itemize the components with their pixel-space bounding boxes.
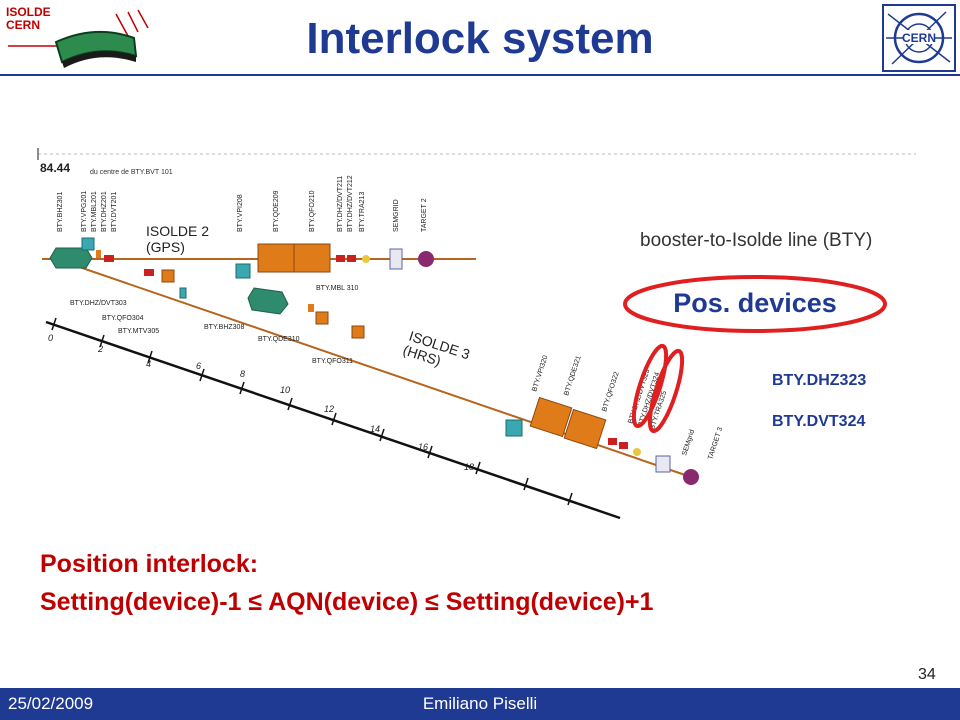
interlock-heading: Position interlock: xyxy=(40,550,259,578)
label-qfo311: BTY.QFO311 xyxy=(312,358,353,365)
tick-16: 16 xyxy=(418,442,428,452)
label-tra213: BTY.TRA213 xyxy=(359,192,366,232)
cern-logo: CERN xyxy=(882,4,956,77)
corrector-303 xyxy=(144,269,154,276)
corrector-211 xyxy=(336,255,345,262)
distance-value: 84.44 xyxy=(40,161,70,175)
isolde-magnet-icon xyxy=(8,9,149,68)
tick-6: 6 xyxy=(196,361,201,371)
transformer-tra325 xyxy=(633,448,641,456)
quad-qfo311 xyxy=(351,325,365,339)
isolde-logo-line1: ISOLDE xyxy=(6,5,51,19)
footer-author: Emiliano Piselli xyxy=(422,694,538,713)
diagram-caption: booster-to-Isolde line (BTY) xyxy=(640,230,873,251)
branch-upper-line2: (GPS) xyxy=(146,239,185,255)
label-qde321: BTY.QDE321 xyxy=(563,355,583,397)
label-semgrid: SEMGRID xyxy=(393,199,400,232)
label-vpg201: BTY.VPG201 xyxy=(81,191,88,232)
cern-logo-text: CERN xyxy=(902,31,936,45)
monitor-mbl201 xyxy=(96,250,101,258)
label-dhz201: BTY.DHZ201 xyxy=(101,191,108,232)
quad-qde321 xyxy=(529,396,573,438)
label-target3: TARGET 3 xyxy=(707,426,724,460)
dipole-bhz308 xyxy=(247,287,289,315)
page-title: Interlock system xyxy=(306,14,654,63)
label-qfo210: BTY.QFO210 xyxy=(309,190,316,232)
target-3 xyxy=(683,469,699,485)
highlight-dvt324 xyxy=(647,348,685,434)
dipole-bhz301 xyxy=(49,247,93,269)
tick-10: 10 xyxy=(280,385,290,395)
cern-icon: CERN xyxy=(882,4,956,72)
monitor-vpi320 xyxy=(505,419,523,437)
label-qde209: BTY.QDE209 xyxy=(273,190,280,232)
target-2 xyxy=(418,251,434,267)
quad-qde209 xyxy=(257,243,295,273)
label-semgrid-hrs: SEMgrid xyxy=(681,429,696,457)
label-mbl310: BTY.MBL 310 xyxy=(316,285,359,292)
label-target2: TARGET 2 xyxy=(421,198,428,232)
tick-14: 14 xyxy=(370,424,380,434)
tick-0: 0 xyxy=(48,333,53,343)
transformer-tra213 xyxy=(362,255,370,263)
quad-qfo210 xyxy=(293,243,331,273)
footer-date: 25/02/2009 xyxy=(8,694,94,713)
footer-bar xyxy=(0,688,960,720)
label-bhz308: BTY.BHZ308 xyxy=(204,324,244,331)
corrector-212 xyxy=(347,255,356,262)
scale-ticks: 0 2 4 6 8 10 12 14 16 18 xyxy=(48,317,573,506)
label-dvt212: BTY.DHZ/DVT212 xyxy=(347,175,354,232)
label-qde310: BTY.QDE310 xyxy=(258,336,300,343)
isolde-logo-line2: CERN xyxy=(6,18,41,32)
page-number: 34 xyxy=(918,666,936,683)
branch-upper-line1: ISOLDE 2 xyxy=(146,223,209,239)
label-mtv305: BTY.MTV305 xyxy=(118,328,159,335)
label-dvt211: BTY.DHZ/DVT211 xyxy=(337,176,344,232)
device-dvt324: BTY.DVT324 xyxy=(772,413,866,430)
corrector-323 xyxy=(608,438,617,445)
lower-element-labels: BTY.DHZ/DVT303 BTY.QFO304 BTY.MTV305 BTY… xyxy=(70,285,359,365)
quad-qfo322 xyxy=(563,408,607,450)
upper-element-labels: BTY.BHZ301 BTY.VPG201 BTY.MBL201 BTY.DHZ… xyxy=(57,175,428,232)
monitor-vpg201 xyxy=(81,237,95,251)
corrector-201 xyxy=(104,255,114,262)
label-dvt303: BTY.DHZ/DVT303 xyxy=(70,300,127,307)
label-mbl201: BTY.MBL201 xyxy=(91,191,98,232)
monitor-mbl310 xyxy=(308,304,314,312)
label-qfo304: BTY.QFO304 xyxy=(102,315,144,322)
tick-4: 4 xyxy=(146,359,151,369)
quad-qde310 xyxy=(315,311,329,325)
label-bhz301: BTY.BHZ301 xyxy=(57,192,64,232)
semgrid-hrs xyxy=(655,455,671,473)
tick-12: 12 xyxy=(324,404,334,414)
beamline-diagram: 84.44 du centre de BTY.BVT 101 ISOLDE 2 … xyxy=(37,148,916,520)
corrector-324 xyxy=(619,442,628,449)
distance-note: du centre de BTY.BVT 101 xyxy=(90,169,173,176)
tick-8: 8 xyxy=(240,369,245,379)
label-vpi320: BTY.VPI320 xyxy=(531,355,549,393)
semgrid-upper xyxy=(389,248,403,270)
quad-qfo304 xyxy=(161,269,175,283)
label-dvt201: BTY.DVT201 xyxy=(111,192,118,232)
highlight-dhz323 xyxy=(631,343,669,429)
monitor-vpi208 xyxy=(235,263,251,279)
tick-18: 18 xyxy=(464,462,474,472)
device-dhz323: BTY.DHZ323 xyxy=(772,372,867,389)
interlock-formula: Setting(device)-1 ≤ AQN(device) ≤ Settin… xyxy=(40,588,654,616)
tick-2: 2 xyxy=(97,344,103,354)
label-qfo322: BTY.QFO322 xyxy=(601,371,621,413)
pos-devices-ellipse xyxy=(623,275,887,333)
isolde-logo: ISOLDE CERN xyxy=(6,5,149,68)
label-vpi208: BTY.VPI208 xyxy=(237,194,244,232)
title-divider xyxy=(0,74,960,76)
monitor-mtv305 xyxy=(179,287,187,299)
pos-devices-label: Pos. devices xyxy=(673,288,837,318)
